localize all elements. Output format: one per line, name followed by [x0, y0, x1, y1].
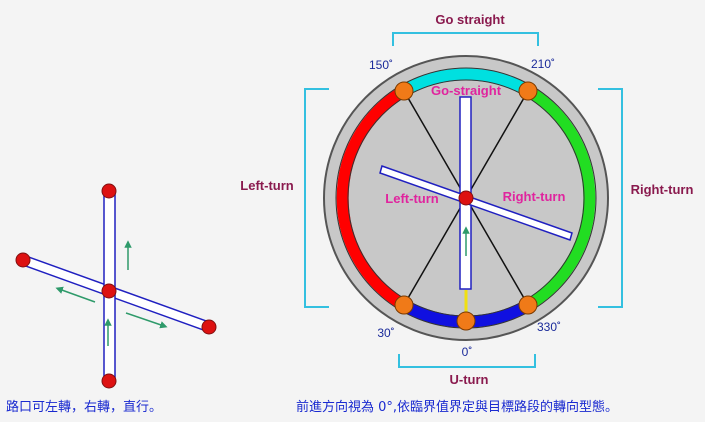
node-right	[201, 319, 217, 335]
node-30	[394, 295, 414, 315]
node-150	[394, 81, 414, 101]
road-crossing	[379, 165, 573, 241]
node-center-disk	[458, 190, 474, 206]
bracket-go-straight	[392, 32, 539, 46]
caption-left: 路口可左轉，右轉，直行。	[6, 399, 162, 415]
node-left	[15, 252, 31, 268]
inner-label-right-turn: Right-turn	[503, 189, 566, 204]
arrow-left-diagonal	[55, 286, 96, 303]
arc-left-turn	[336, 85, 408, 311]
inner-label-left-turn: Left-turn	[385, 191, 438, 206]
label-u-turn: U-turn	[450, 372, 489, 387]
label-go-straight: Go straight	[435, 12, 505, 27]
node-center	[101, 283, 117, 299]
intersection-diagram	[15, 183, 217, 389]
label-left-turn: Left-turn	[240, 178, 293, 193]
node-330	[518, 295, 538, 315]
caption-right: 前進方向視為 0°,依臨界值界定與目標路段的轉向型態。	[296, 399, 618, 415]
arc-straight	[401, 68, 531, 97]
arc-right-turn	[524, 85, 596, 311]
node-0	[456, 311, 476, 331]
bracket-left-turn	[304, 88, 329, 308]
label-right-turn: Right-turn	[631, 182, 694, 197]
range-brackets	[304, 32, 623, 368]
node-top	[101, 183, 117, 199]
angle-0: 0˚	[462, 345, 473, 359]
angle-150: 150˚	[369, 58, 393, 72]
arrow-right-diagonal	[125, 312, 168, 329]
bracket-right-turn	[598, 88, 623, 308]
turn-classification-disk: Go-straight Left-turn Right-turn	[323, 55, 609, 341]
angle-330: 330˚	[537, 320, 561, 334]
angle-210: 210˚	[531, 57, 555, 71]
inner-label-go-straight: Go-straight	[431, 83, 502, 98]
node-bottom	[101, 373, 117, 389]
node-210	[518, 81, 538, 101]
bracket-u-turn	[398, 354, 536, 368]
angle-30: 30˚	[377, 326, 394, 340]
